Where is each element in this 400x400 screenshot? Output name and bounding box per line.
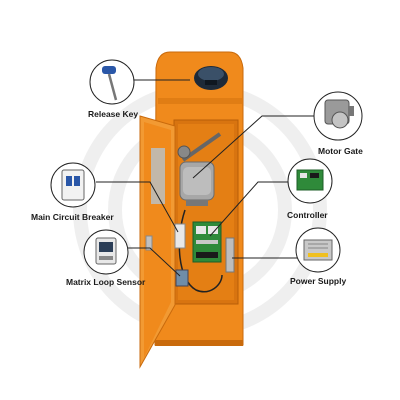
loop-sensor-interior (175, 269, 189, 287)
cabinet-door (139, 115, 176, 369)
release-lock (194, 66, 228, 90)
connector-controller (209, 181, 288, 237)
connector-motor-gate (192, 115, 314, 179)
power-supply-interior (225, 237, 235, 273)
gear-motor-icon (313, 91, 363, 141)
t-handle-key-icon (89, 59, 135, 105)
label-matrix-loop-sensor: Matrix Loop Sensor (66, 277, 146, 287)
label-power-supply: Power Supply (290, 276, 347, 286)
label-release-key: Release Key (88, 109, 139, 119)
label-main-circuit-breaker: Main Circuit Breaker (31, 212, 114, 222)
label-controller: Controller (287, 210, 328, 220)
connector-main-circuit-breaker (96, 181, 179, 233)
breaker-interior (174, 223, 186, 249)
power-supply-unit-icon (295, 227, 341, 273)
circuit-breaker-icon (50, 162, 96, 208)
connector-lines (96, 79, 314, 277)
label-motor-gate: Motor Gate (318, 146, 363, 156)
motor-gate-interior (177, 132, 222, 206)
connector-matrix-loop-sensor (128, 247, 181, 277)
loop-detector-icon (83, 229, 129, 275)
circuit-board-icon (287, 158, 333, 204)
